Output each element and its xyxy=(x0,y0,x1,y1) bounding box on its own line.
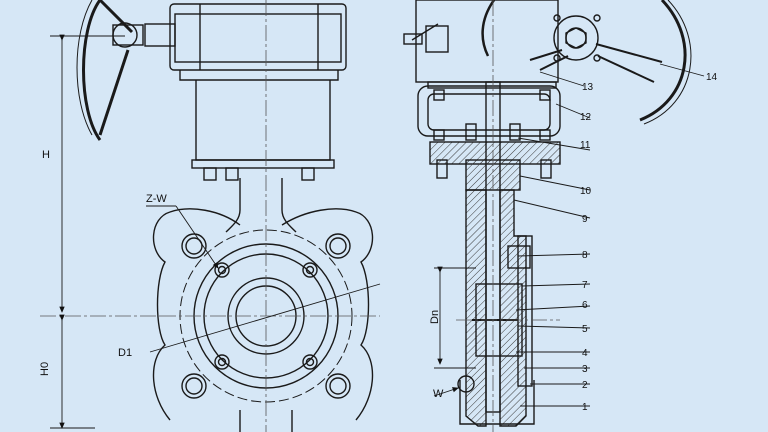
part-number-6: 6 xyxy=(582,300,588,311)
valve-body xyxy=(152,208,374,421)
w-leader xyxy=(433,387,459,397)
zw-leader xyxy=(146,205,219,269)
part-number-14: 14 xyxy=(706,72,718,83)
handwheel xyxy=(82,0,102,141)
dn-dimension xyxy=(434,266,476,369)
part-number-12: 12 xyxy=(580,112,592,123)
part-number-7: 7 xyxy=(582,280,588,291)
zw-label: Z-W xyxy=(146,193,167,205)
part-leaders xyxy=(513,63,705,407)
dn-label: Dn xyxy=(429,310,441,324)
w-label: W xyxy=(433,388,444,400)
bracket xyxy=(195,80,331,161)
part-number-5: 5 xyxy=(582,324,588,335)
dim-h-label: H xyxy=(42,149,50,161)
part-number-8: 8 xyxy=(582,250,588,261)
front-centerlines xyxy=(40,0,380,432)
dimension-lines xyxy=(50,34,125,429)
part-number-3: 3 xyxy=(582,364,588,375)
part-number-labels: 1 2 3 4 5 6 7 8 9 10 11 12 13 14 xyxy=(580,72,718,413)
front-view xyxy=(76,0,374,432)
bracket-bolts xyxy=(203,167,315,181)
part-number-11: 11 xyxy=(580,140,591,151)
gearbox xyxy=(169,3,347,71)
part-number-9: 9 xyxy=(582,214,588,225)
part-number-1: 1 xyxy=(582,402,588,413)
side-handwheel xyxy=(639,0,687,122)
side-centerlines xyxy=(456,0,560,432)
flange-bolts xyxy=(214,262,318,370)
d1-leader xyxy=(149,283,381,353)
lug-holes xyxy=(181,233,351,399)
part-number-13: 13 xyxy=(582,82,594,93)
dim-h0-label: H0 xyxy=(39,362,51,376)
d1-label: D1 xyxy=(118,347,132,359)
side-view xyxy=(403,0,692,427)
side-fitting xyxy=(403,33,423,45)
part-number-10: 10 xyxy=(580,186,592,197)
side-boss xyxy=(457,375,475,393)
part-number-4: 4 xyxy=(582,348,588,359)
part-number-2: 2 xyxy=(582,380,588,391)
